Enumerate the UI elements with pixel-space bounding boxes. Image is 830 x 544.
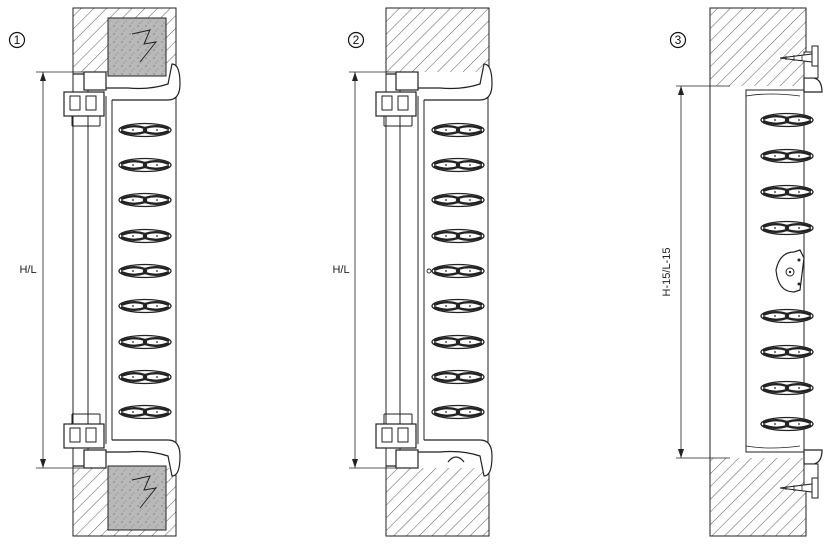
figure-2-dimension-label: H/L xyxy=(332,264,349,276)
louver-blade xyxy=(118,157,172,173)
louver-blade xyxy=(760,148,814,164)
louver-blade xyxy=(431,228,485,244)
figure-1-anchor-bottom xyxy=(131,475,158,509)
louver-blade xyxy=(760,112,814,128)
louver-blade xyxy=(118,228,172,244)
figure-1-concrete-top xyxy=(107,17,167,77)
louver-blade xyxy=(118,334,172,350)
figure-2-bottom-profile xyxy=(386,439,493,477)
figure-1-top-profile xyxy=(73,63,181,101)
figure-1-concrete-bottom xyxy=(107,465,167,531)
figure-3: 3 xyxy=(661,7,823,537)
figure-2-knob xyxy=(426,268,432,274)
louver-blade xyxy=(431,122,485,138)
figure-1-anchor-top xyxy=(131,29,158,63)
louver-blade xyxy=(760,416,814,432)
louver-blade xyxy=(118,404,172,420)
louver-blade xyxy=(431,404,485,420)
figure-3-top-screw xyxy=(779,45,819,67)
louver-blade xyxy=(431,298,485,314)
figure-1-number: 1 xyxy=(14,33,21,47)
louver-blade xyxy=(431,334,485,350)
figure-2-number: 2 xyxy=(353,33,360,47)
louver-blade xyxy=(760,344,814,360)
louver-blade xyxy=(760,380,814,396)
figure-3-top-flange xyxy=(803,77,823,93)
figure-1-number-circle xyxy=(8,31,26,49)
figure-2-latch xyxy=(447,456,465,463)
figure-1: 1 H xyxy=(8,7,181,537)
louver-blade xyxy=(118,122,172,138)
figure-3-bottom-screw xyxy=(779,477,819,499)
figure-3-bottom-flange xyxy=(803,449,823,465)
louver-blade xyxy=(431,157,485,173)
figure-3-number: 3 xyxy=(675,33,682,47)
louver-blade xyxy=(760,308,814,324)
figure-2-top-clamp xyxy=(375,91,417,117)
figure-2-louvers xyxy=(431,122,485,420)
figure-1-bottom-profile xyxy=(73,439,181,477)
figure-1-louvers xyxy=(118,122,172,420)
figure-1-dimension-label: H/L xyxy=(19,264,36,276)
figure-3-dimension-label: H-15/L-15 xyxy=(661,248,673,297)
louver-blade xyxy=(431,192,485,208)
figure-2-top-profile xyxy=(386,63,493,101)
louver-blade xyxy=(760,184,814,200)
louver-blade xyxy=(431,369,485,385)
louver-blade xyxy=(118,369,172,385)
louver-blade xyxy=(431,263,485,279)
louver-blade xyxy=(760,220,814,236)
louver-blade xyxy=(118,192,172,208)
louver-blade xyxy=(118,263,172,279)
figure-2-number-circle xyxy=(347,31,365,49)
figure-2: 2 H/L xyxy=(332,7,493,537)
figure-3-number-circle xyxy=(669,31,687,49)
figure-3-center-adjuster xyxy=(775,249,805,293)
louver-blade xyxy=(118,298,172,314)
